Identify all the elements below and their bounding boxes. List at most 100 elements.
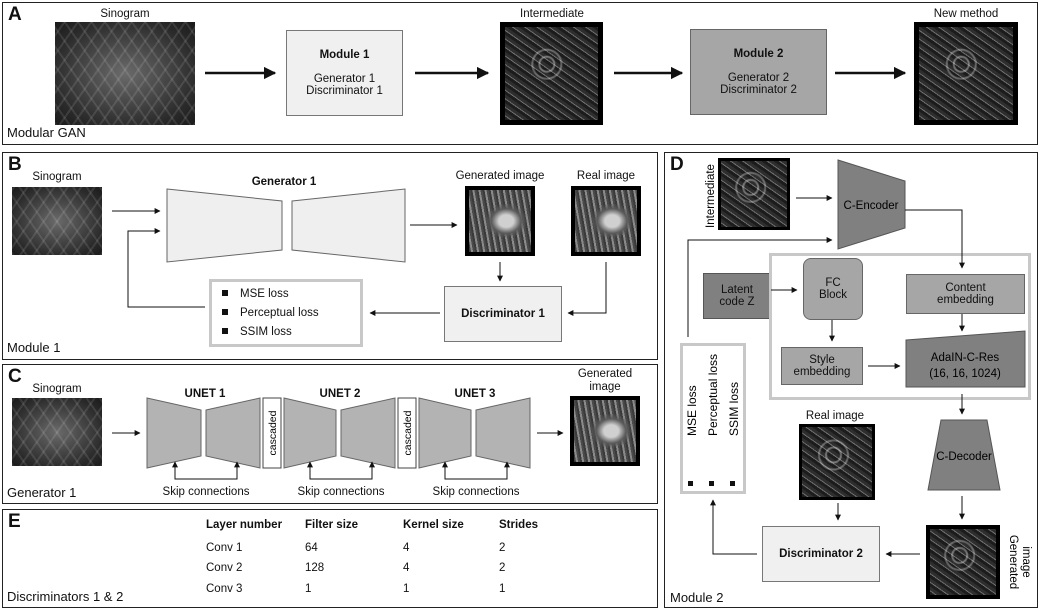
d-fc-block: FC Block bbox=[803, 258, 863, 320]
d-loss-box bbox=[680, 343, 746, 494]
panel-c-caption: Generator 1 bbox=[7, 485, 77, 500]
d-content-line1: Content bbox=[945, 282, 986, 294]
c-sinogram-image bbox=[12, 398, 102, 466]
e-row3-filter: 1 bbox=[305, 583, 312, 595]
e-row3-strides: 1 bbox=[499, 583, 506, 595]
b-discriminator-box: Discriminator 1 bbox=[444, 286, 562, 342]
c-unet3-label: UNET 3 bbox=[454, 388, 496, 400]
b-real-image bbox=[571, 186, 641, 256]
c-unet2-label: UNET 2 bbox=[319, 388, 361, 400]
d-generated-image bbox=[926, 525, 1000, 599]
b-real-label: Real image bbox=[576, 170, 636, 182]
b-arrow-loss-feedback bbox=[127, 228, 205, 308]
b-encoder-shape bbox=[166, 188, 283, 263]
a-module2-box: Module 2 Generator 2 Discriminator 2 bbox=[690, 29, 827, 115]
d-adain-line1: AdaIN-C-Res bbox=[931, 352, 1000, 364]
d-latent-line1: Latent bbox=[721, 284, 753, 296]
d-adain-shape bbox=[905, 330, 1026, 388]
c-cascaded-1 bbox=[262, 397, 282, 469]
d-real-label: Real image bbox=[805, 410, 865, 422]
b-decoder-shape bbox=[291, 188, 406, 263]
e-row2-strides: 2 bbox=[499, 562, 506, 574]
a-new-method-label: New method bbox=[933, 8, 999, 20]
d-content-line2: embedding bbox=[937, 294, 994, 306]
e-row3-layer: Conv 3 bbox=[206, 583, 243, 595]
a-intermediate-image bbox=[500, 22, 603, 125]
c-cascaded-label-2: cascaded bbox=[402, 410, 414, 455]
panel-c-letter: C bbox=[8, 366, 22, 387]
d-generated-label-1: Generated bbox=[1007, 535, 1019, 589]
a-module1-title: Module 1 bbox=[319, 49, 370, 61]
b-loss-2: Perceptual loss bbox=[222, 304, 319, 323]
e-row2-layer: Conv 2 bbox=[206, 562, 243, 574]
e-header-kernel: Kernel size bbox=[403, 519, 464, 531]
d-loss-bullet-3 bbox=[730, 481, 735, 486]
a-module1-line2: Discriminator 1 bbox=[306, 85, 383, 97]
c-generated-label-1: Generated bbox=[577, 368, 633, 380]
d-generated-label-2: image bbox=[1020, 546, 1032, 577]
d-arrow-enc-content bbox=[905, 209, 965, 269]
d-style-line2: embedding bbox=[793, 366, 851, 378]
e-row2-filter: 128 bbox=[305, 562, 325, 574]
c-unet2-encoder bbox=[283, 397, 337, 469]
c-sinogram-label: Sinogram bbox=[32, 383, 82, 395]
c-unet1-label: UNET 1 bbox=[184, 388, 226, 400]
d-arrow-loss-enc bbox=[687, 237, 833, 337]
c-unet2-decoder bbox=[340, 397, 396, 469]
panel-b-caption: Module 1 bbox=[7, 340, 61, 355]
e-header-layer: Layer number bbox=[206, 519, 283, 531]
c-generated-image bbox=[570, 396, 640, 466]
d-decoder-shape bbox=[927, 419, 1001, 491]
c-skip-label-3: Skip connections bbox=[432, 486, 520, 498]
d-latent-box: Latent code Z bbox=[703, 273, 771, 319]
b-sinogram-label: Sinogram bbox=[32, 171, 82, 183]
panel-a-letter: A bbox=[8, 4, 22, 25]
d-loss-2: Perceptual loss bbox=[706, 354, 720, 436]
d-discriminator-box: Discriminator 2 bbox=[762, 526, 880, 582]
a-sinogram-label: Sinogram bbox=[100, 8, 150, 20]
a-module1-line1: Generator 1 bbox=[313, 73, 376, 85]
panel-d-letter: D bbox=[670, 154, 684, 175]
b-loss-box: MSE loss Perceptual loss SSIM loss bbox=[209, 279, 363, 347]
b-sinogram-image bbox=[12, 187, 102, 255]
b-loss-3: SSIM loss bbox=[222, 323, 292, 342]
panel-e bbox=[2, 509, 658, 608]
a-module2-line1: Generator 2 bbox=[727, 72, 790, 84]
b-arrow-real-disc bbox=[567, 262, 607, 316]
d-arrow-disc-loss bbox=[710, 499, 757, 555]
d-content-box: Content embedding bbox=[906, 274, 1025, 314]
d-encoder-label: C-Encoder bbox=[844, 200, 899, 212]
c-unet1-encoder bbox=[146, 397, 202, 469]
a-intermediate-label: Intermediate bbox=[520, 8, 584, 20]
c-generated-label-2: image bbox=[589, 381, 621, 393]
d-decoder-label: C-Decoder bbox=[936, 451, 992, 463]
d-loss-1: MSE loss bbox=[685, 385, 699, 436]
a-module2-line2: Discriminator 2 bbox=[720, 84, 797, 96]
d-style-box: Style embedding bbox=[781, 347, 863, 385]
c-skip-label-1: Skip connections bbox=[162, 486, 250, 498]
d-adain-line2: (16, 16, 1024) bbox=[929, 368, 1001, 380]
b-generator-label: Generator 1 bbox=[251, 176, 317, 188]
a-new-method-image bbox=[914, 22, 1018, 125]
e-row1-strides: 2 bbox=[499, 542, 506, 554]
c-skip-arrows-2 bbox=[307, 461, 375, 480]
c-skip-arrows-1 bbox=[172, 461, 240, 480]
panel-a-caption: Modular GAN bbox=[7, 125, 86, 140]
c-cascaded-2 bbox=[397, 397, 417, 469]
d-loss-bullet-2 bbox=[709, 481, 714, 486]
d-latent-line2: code Z bbox=[719, 296, 755, 308]
d-fc-line1: FC bbox=[825, 277, 841, 289]
e-row1-kernel: 4 bbox=[403, 542, 410, 554]
c-skip-arrows-3 bbox=[442, 461, 510, 480]
e-header-strides: Strides bbox=[499, 519, 538, 531]
panel-e-caption: Discriminators 1 & 2 bbox=[7, 589, 124, 604]
e-row3-kernel: 1 bbox=[403, 583, 410, 595]
e-header-filter: Filter size bbox=[305, 519, 359, 531]
d-fc-line2: Block bbox=[818, 289, 848, 301]
a-module1-box: Module 1 Generator 1 Discriminator 1 bbox=[286, 30, 403, 116]
a-sinogram-image bbox=[55, 22, 195, 125]
e-row1-layer: Conv 1 bbox=[206, 542, 243, 554]
b-generated-label: Generated image bbox=[455, 170, 545, 182]
c-skip-label-2: Skip connections bbox=[297, 486, 385, 498]
